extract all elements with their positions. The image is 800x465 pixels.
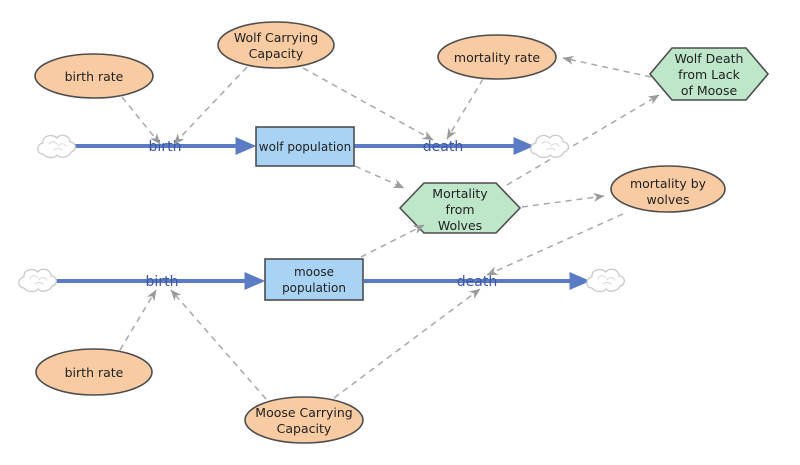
variable-moose-birth-rate[interactable]: birth rate bbox=[35, 348, 153, 396]
variable-moose-birth-rate-label: birth rate bbox=[65, 365, 124, 380]
variable-mortality-rate-shape[interactable] bbox=[437, 34, 557, 80]
connector-mortality-by-wolves-to-moose-death[interactable] bbox=[486, 213, 624, 276]
connector-birth-rate-to-wolf-birth[interactable] bbox=[121, 96, 161, 145]
cloud-moose-source[interactable] bbox=[18, 268, 58, 293]
stock-moose-population[interactable]: moose population bbox=[264, 258, 364, 301]
connector-mortality-rate-to-wolf-death[interactable] bbox=[446, 78, 484, 140]
converter-wolf-death-from-lack-of-moose-shape[interactable] bbox=[648, 47, 770, 101]
converter-mortality-from-wolves-label-line2: from bbox=[445, 202, 474, 217]
cloud-moose-sink[interactable] bbox=[586, 268, 626, 293]
converter-wolf-death-label-line3: of Moose bbox=[681, 83, 738, 98]
converter-mortality-from-wolves-label-line1: Mortality bbox=[432, 186, 488, 201]
cloud-wolf-source[interactable] bbox=[37, 134, 77, 159]
converter-wolf-death-label-line2: from Lack bbox=[678, 67, 741, 82]
converter-mortality-from-wolves-label-line3: Wolves bbox=[438, 218, 482, 233]
variable-mortality-by-wolves[interactable]: mortality by wolves bbox=[610, 165, 726, 213]
variable-wolf-birth-rate-label: birth rate bbox=[65, 69, 124, 84]
variable-mortality-by-wolves-label-line2: wolves bbox=[647, 192, 690, 207]
variable-wolf-carrying-capacity-label-line2: Capacity bbox=[249, 46, 304, 61]
variable-wolf-birth-rate[interactable]: birth rate bbox=[34, 53, 154, 99]
variable-moose-carrying-capacity-label-line1: Moose Carrying bbox=[255, 405, 352, 420]
variable-mortality-by-wolves-label-line1: mortality by bbox=[630, 176, 707, 191]
connector-wolf-carrying-capacity-to-wolf-death[interactable] bbox=[302, 67, 434, 141]
variable-mortality-by-wolves-shape[interactable] bbox=[610, 165, 726, 213]
connector-moose-carrying-capacity-to-moose-birth[interactable] bbox=[170, 289, 267, 400]
connector-wolf-population-to-mortality-from-wolves[interactable] bbox=[354, 165, 405, 189]
connector-mortality-from-wolves-to-wolf-death-hex[interactable] bbox=[506, 94, 660, 186]
converter-wolf-death-label-line1: Wolf Death bbox=[675, 51, 744, 66]
converter-wolf-death-from-lack-of-moose[interactable]: Wolf Death from Lack of Moose bbox=[648, 47, 770, 101]
connector-mortality-from-wolves-to-mortality-by-wolves[interactable] bbox=[521, 192, 605, 208]
stock-wolf-population[interactable]: wolf population bbox=[255, 126, 355, 167]
connector-moose-population-to-mortality-from-wolves[interactable] bbox=[360, 224, 425, 258]
flow-label-wolf-death[interactable]: death bbox=[423, 139, 463, 155]
stock-moose-population-label-line1: moose bbox=[294, 265, 334, 279]
variable-mortality-rate-label: mortality rate bbox=[454, 50, 540, 65]
variable-moose-birth-rate-shape[interactable] bbox=[35, 348, 153, 396]
connector-birth-rate-to-moose-birth[interactable] bbox=[119, 289, 157, 351]
variable-moose-carrying-capacity-shape[interactable] bbox=[244, 396, 364, 444]
flow-label-moose-death[interactable]: death bbox=[457, 274, 497, 290]
stock-wolf-population-shape[interactable] bbox=[255, 126, 355, 167]
stock-moose-population-label-line2: population bbox=[282, 281, 346, 295]
variable-moose-carrying-capacity-label-line2: Capacity bbox=[277, 421, 332, 436]
cloud-wolf-sink[interactable] bbox=[530, 134, 570, 159]
variable-wolf-birth-rate-shape[interactable] bbox=[34, 53, 154, 99]
stock-moose-population-shape[interactable] bbox=[264, 258, 364, 301]
variable-mortality-rate[interactable]: mortality rate bbox=[437, 34, 557, 80]
variable-wolf-carrying-capacity-label-line1: Wolf Carrying bbox=[234, 30, 318, 45]
converter-mortality-from-wolves[interactable]: Mortality from Wolves bbox=[398, 182, 522, 234]
connector-moose-carrying-capacity-to-moose-death[interactable] bbox=[333, 288, 481, 399]
stock-wolf-population-label: wolf population bbox=[259, 140, 351, 154]
flow-label-moose-birth[interactable]: birth bbox=[146, 274, 179, 290]
connector-wolf-carrying-capacity-to-wolf-birth[interactable] bbox=[173, 66, 248, 145]
variable-moose-carrying-capacity[interactable]: Moose Carrying Capacity bbox=[244, 396, 364, 444]
variable-wolf-carrying-capacity[interactable]: Wolf Carrying Capacity bbox=[217, 21, 335, 69]
connector-wolf-death-hex-to-mortality-rate[interactable] bbox=[562, 55, 652, 78]
variable-wolf-carrying-capacity-shape[interactable] bbox=[217, 21, 335, 69]
